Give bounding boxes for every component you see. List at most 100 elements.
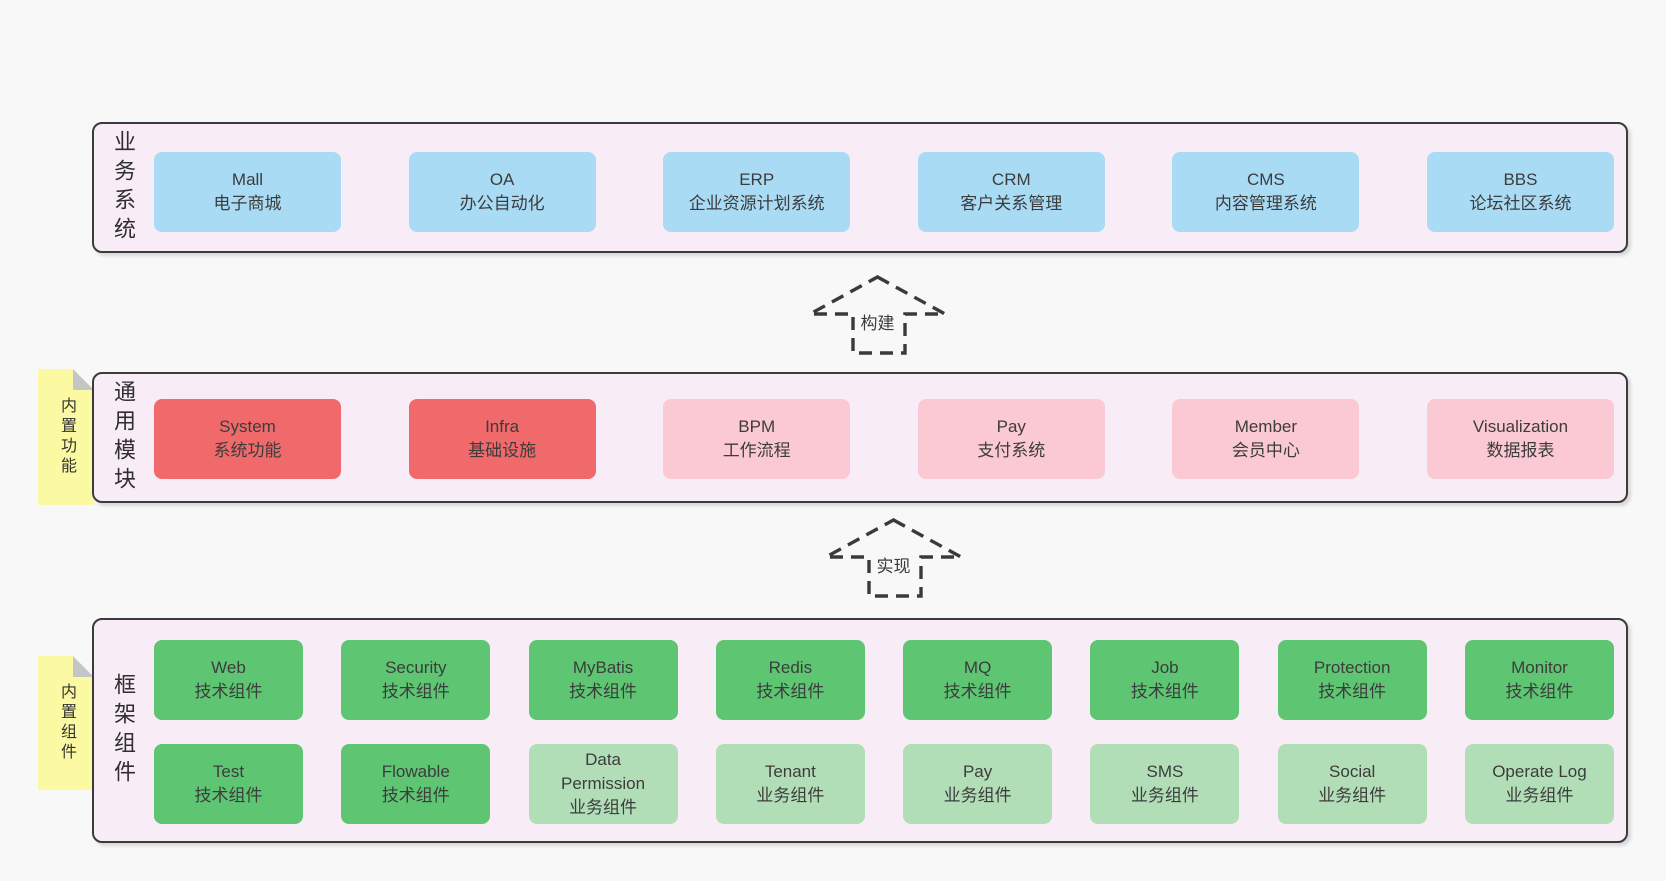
box-title: Visualization bbox=[1472, 417, 1569, 437]
band-label-common-modules: 通用模块 bbox=[111, 379, 136, 496]
note-text: 内置组件 bbox=[58, 683, 75, 763]
box-subtitle: 技术组件 bbox=[569, 682, 638, 701]
box-erp: ERP 企业资源计划系统 bbox=[663, 152, 851, 232]
sticky-note-built-in-components: 内置组件 bbox=[38, 656, 94, 790]
box-test: Test 技术组件 bbox=[154, 744, 303, 824]
box-title: Data Permission bbox=[561, 750, 646, 794]
box-subtitle: 基础设施 bbox=[468, 441, 537, 460]
box-subtitle: 工作流程 bbox=[722, 441, 791, 460]
box-cms: CMS 内容管理系统 bbox=[1172, 152, 1360, 232]
framework-components-row-1: Web 技术组件 Security 技术组件 MyBatis 技术组件 Redi… bbox=[154, 640, 1614, 720]
box-title: CRM bbox=[991, 170, 1031, 190]
band-label-framework-components: 框架组件 bbox=[111, 672, 136, 789]
box-redis: Redis 技术组件 bbox=[715, 640, 865, 720]
box-subtitle: 技术组件 bbox=[381, 682, 450, 701]
box-protection: Protection 技术组件 bbox=[1277, 640, 1427, 720]
box-subtitle: 客户关系管理 bbox=[960, 194, 1063, 213]
box-monitor: Monitor 技术组件 bbox=[1464, 640, 1614, 720]
box-subtitle: 业务组件 bbox=[1318, 786, 1387, 805]
box-tenant: Tenant 业务组件 bbox=[715, 744, 865, 824]
box-security: Security 技术组件 bbox=[341, 640, 491, 720]
framework-components-row-2: Test 技术组件 Flowable 技术组件 Data Permission … bbox=[154, 744, 1614, 824]
box-title: Tenant bbox=[764, 762, 816, 782]
box-visualization: Visualization 数据报表 bbox=[1426, 399, 1614, 479]
box-subtitle: 技术组件 bbox=[943, 682, 1012, 701]
box-subtitle: 技术组件 bbox=[194, 786, 263, 805]
box-title: BPM bbox=[738, 417, 776, 437]
dashed-up-arrow-icon bbox=[809, 275, 946, 355]
box-job: Job 技术组件 bbox=[1090, 640, 1240, 720]
band-business-systems: 业务系统 Mall 电子商城 OA 办公自动化 ERP 企业资源计划系统 CRM… bbox=[92, 122, 1628, 253]
note-fold-icon bbox=[73, 656, 94, 677]
box-mybatis: MyBatis 技术组件 bbox=[528, 640, 678, 720]
box-title: Social bbox=[1329, 762, 1376, 782]
box-title: Job bbox=[1151, 658, 1179, 678]
box-subtitle: 业务组件 bbox=[1505, 786, 1574, 805]
box-subtitle: 技术组件 bbox=[1130, 682, 1199, 701]
box-subtitle: 内容管理系统 bbox=[1214, 194, 1317, 213]
box-subtitle: 技术组件 bbox=[381, 786, 450, 805]
box-title: MyBatis bbox=[572, 658, 634, 678]
box-title: Infra bbox=[485, 417, 520, 437]
box-web: Web 技术组件 bbox=[154, 640, 303, 720]
band-common-modules: 通用模块 System 系统功能 Infra 基础设施 BPM 工作流程 Pay… bbox=[92, 372, 1628, 503]
box-subtitle: 企业资源计划系统 bbox=[688, 194, 825, 213]
arrow-implement: 实现 bbox=[824, 518, 963, 598]
box-title: Flowable bbox=[381, 762, 450, 782]
box-subtitle: 技术组件 bbox=[1505, 682, 1574, 701]
box-title: Mall bbox=[231, 170, 264, 190]
box-system: System 系统功能 bbox=[154, 399, 341, 479]
box-title: Operate Log bbox=[1492, 762, 1587, 782]
box-title: MQ bbox=[963, 658, 992, 678]
box-pay-business: Pay 业务组件 bbox=[903, 744, 1053, 824]
note-fold-icon bbox=[73, 369, 94, 390]
box-subtitle: 业务组件 bbox=[943, 786, 1012, 805]
box-mq: MQ 技术组件 bbox=[903, 640, 1053, 720]
band-label-business-systems: 业务系统 bbox=[111, 129, 136, 246]
arrow-build: 构建 bbox=[808, 275, 947, 355]
box-infra: Infra 基础设施 bbox=[408, 399, 596, 479]
box-subtitle: 办公自动化 bbox=[459, 194, 545, 213]
box-title: Security bbox=[385, 658, 447, 678]
box-operate-log: Operate Log 业务组件 bbox=[1464, 744, 1614, 824]
box-title: Monitor bbox=[1511, 658, 1568, 678]
business-systems-row: Mall 电子商城 OA 办公自动化 ERP 企业资源计划系统 CRM 客户关系… bbox=[154, 152, 1614, 232]
box-subtitle: 系统功能 bbox=[213, 441, 282, 460]
box-subtitle: 技术组件 bbox=[1318, 682, 1387, 701]
box-title: ERP bbox=[739, 170, 775, 190]
band-framework-components: 框架组件 Web 技术组件 Security 技术组件 MyBatis 技术组件… bbox=[92, 618, 1628, 843]
box-oa: OA 办公自动化 bbox=[408, 152, 596, 232]
common-modules-row: System 系统功能 Infra 基础设施 BPM 工作流程 Pay 支付系统… bbox=[154, 399, 1614, 479]
box-mall: Mall 电子商城 bbox=[154, 152, 341, 232]
box-title: Member bbox=[1234, 417, 1298, 437]
box-subtitle: 技术组件 bbox=[756, 682, 825, 701]
box-pay: Pay 支付系统 bbox=[917, 399, 1105, 479]
arrow-build-label: 构建 bbox=[857, 309, 898, 334]
box-subtitle: 技术组件 bbox=[194, 682, 263, 701]
box-title: Web bbox=[211, 658, 246, 678]
box-bbs: BBS 论坛社区系统 bbox=[1426, 152, 1614, 232]
box-subtitle: 会员中心 bbox=[1231, 441, 1300, 460]
arrow-implement-label: 实现 bbox=[873, 552, 914, 577]
box-title: System bbox=[219, 417, 276, 437]
note-text: 内置功能 bbox=[58, 397, 75, 477]
box-bpm: BPM 工作流程 bbox=[663, 399, 851, 479]
box-title: Protection bbox=[1313, 658, 1391, 678]
box-title: OA bbox=[489, 170, 515, 190]
box-title: SMS bbox=[1146, 762, 1184, 782]
box-subtitle: 论坛社区系统 bbox=[1469, 194, 1572, 213]
box-subtitle: 电子商城 bbox=[213, 194, 282, 213]
box-flowable: Flowable 技术组件 bbox=[341, 744, 491, 824]
box-sms: SMS 业务组件 bbox=[1090, 744, 1240, 824]
box-title: Pay bbox=[996, 417, 1026, 437]
box-title: CMS bbox=[1246, 170, 1285, 190]
box-member: Member 会员中心 bbox=[1172, 399, 1360, 479]
box-data-permission: Data Permission 业务组件 bbox=[528, 744, 678, 824]
box-subtitle: 支付系统 bbox=[977, 441, 1046, 460]
box-subtitle: 业务组件 bbox=[569, 797, 638, 817]
box-title: Pay bbox=[962, 762, 993, 782]
box-title: Test bbox=[212, 762, 245, 782]
box-subtitle: 业务组件 bbox=[1130, 786, 1199, 805]
box-crm: CRM 客户关系管理 bbox=[917, 152, 1105, 232]
